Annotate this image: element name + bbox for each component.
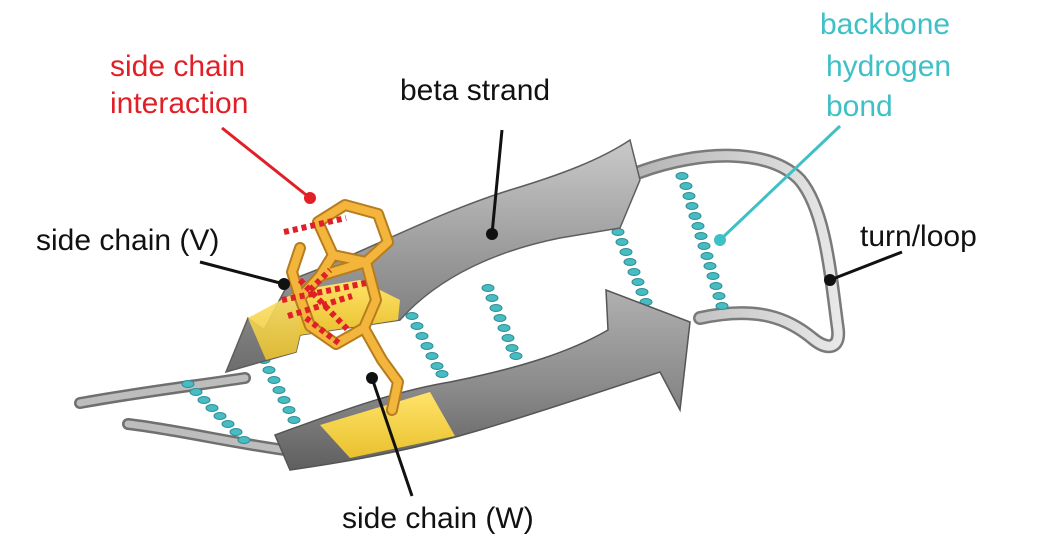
side-chain-interaction-dashes bbox=[281, 215, 367, 347]
side-chain-sticks bbox=[286, 199, 404, 416]
hbond-dots-5 bbox=[257, 356, 301, 424]
turn-loop-pointer-dot bbox=[824, 274, 836, 286]
hbond-dots-6 bbox=[181, 380, 251, 444]
label-backbone-line1: backbone bbox=[820, 8, 950, 41]
label-side-chain-interaction-line1: side chain bbox=[110, 50, 245, 83]
beta-strand-upper bbox=[224, 138, 641, 374]
turn-loop-tube bbox=[633, 148, 846, 354]
side-chain-v-pointer-dot bbox=[278, 278, 290, 290]
label-side-chain-w: side chain (W) bbox=[342, 502, 534, 535]
n-terminal-tubes bbox=[74, 372, 306, 458]
label-backbone-line2: hydrogen bbox=[826, 50, 951, 83]
label-side-chain-interaction-line2: interaction bbox=[110, 87, 248, 120]
side-chain-w-pointer-dot bbox=[366, 372, 378, 384]
label-side-chain-v: side chain (V) bbox=[36, 224, 219, 257]
label-turn-loop: turn/loop bbox=[860, 220, 977, 253]
label-backbone-line3: bond bbox=[826, 90, 893, 123]
hbond-dots-3 bbox=[481, 284, 523, 360]
label-beta-strand: beta strand bbox=[400, 74, 550, 107]
leader-lines bbox=[199, 124, 903, 497]
hbond-dots-1 bbox=[675, 172, 729, 310]
hbond-dots-4 bbox=[405, 312, 449, 378]
interaction-pointer-dot bbox=[304, 192, 316, 204]
beta-strand-pointer-dot bbox=[486, 228, 498, 240]
hbond-pointer-dot bbox=[714, 234, 726, 246]
